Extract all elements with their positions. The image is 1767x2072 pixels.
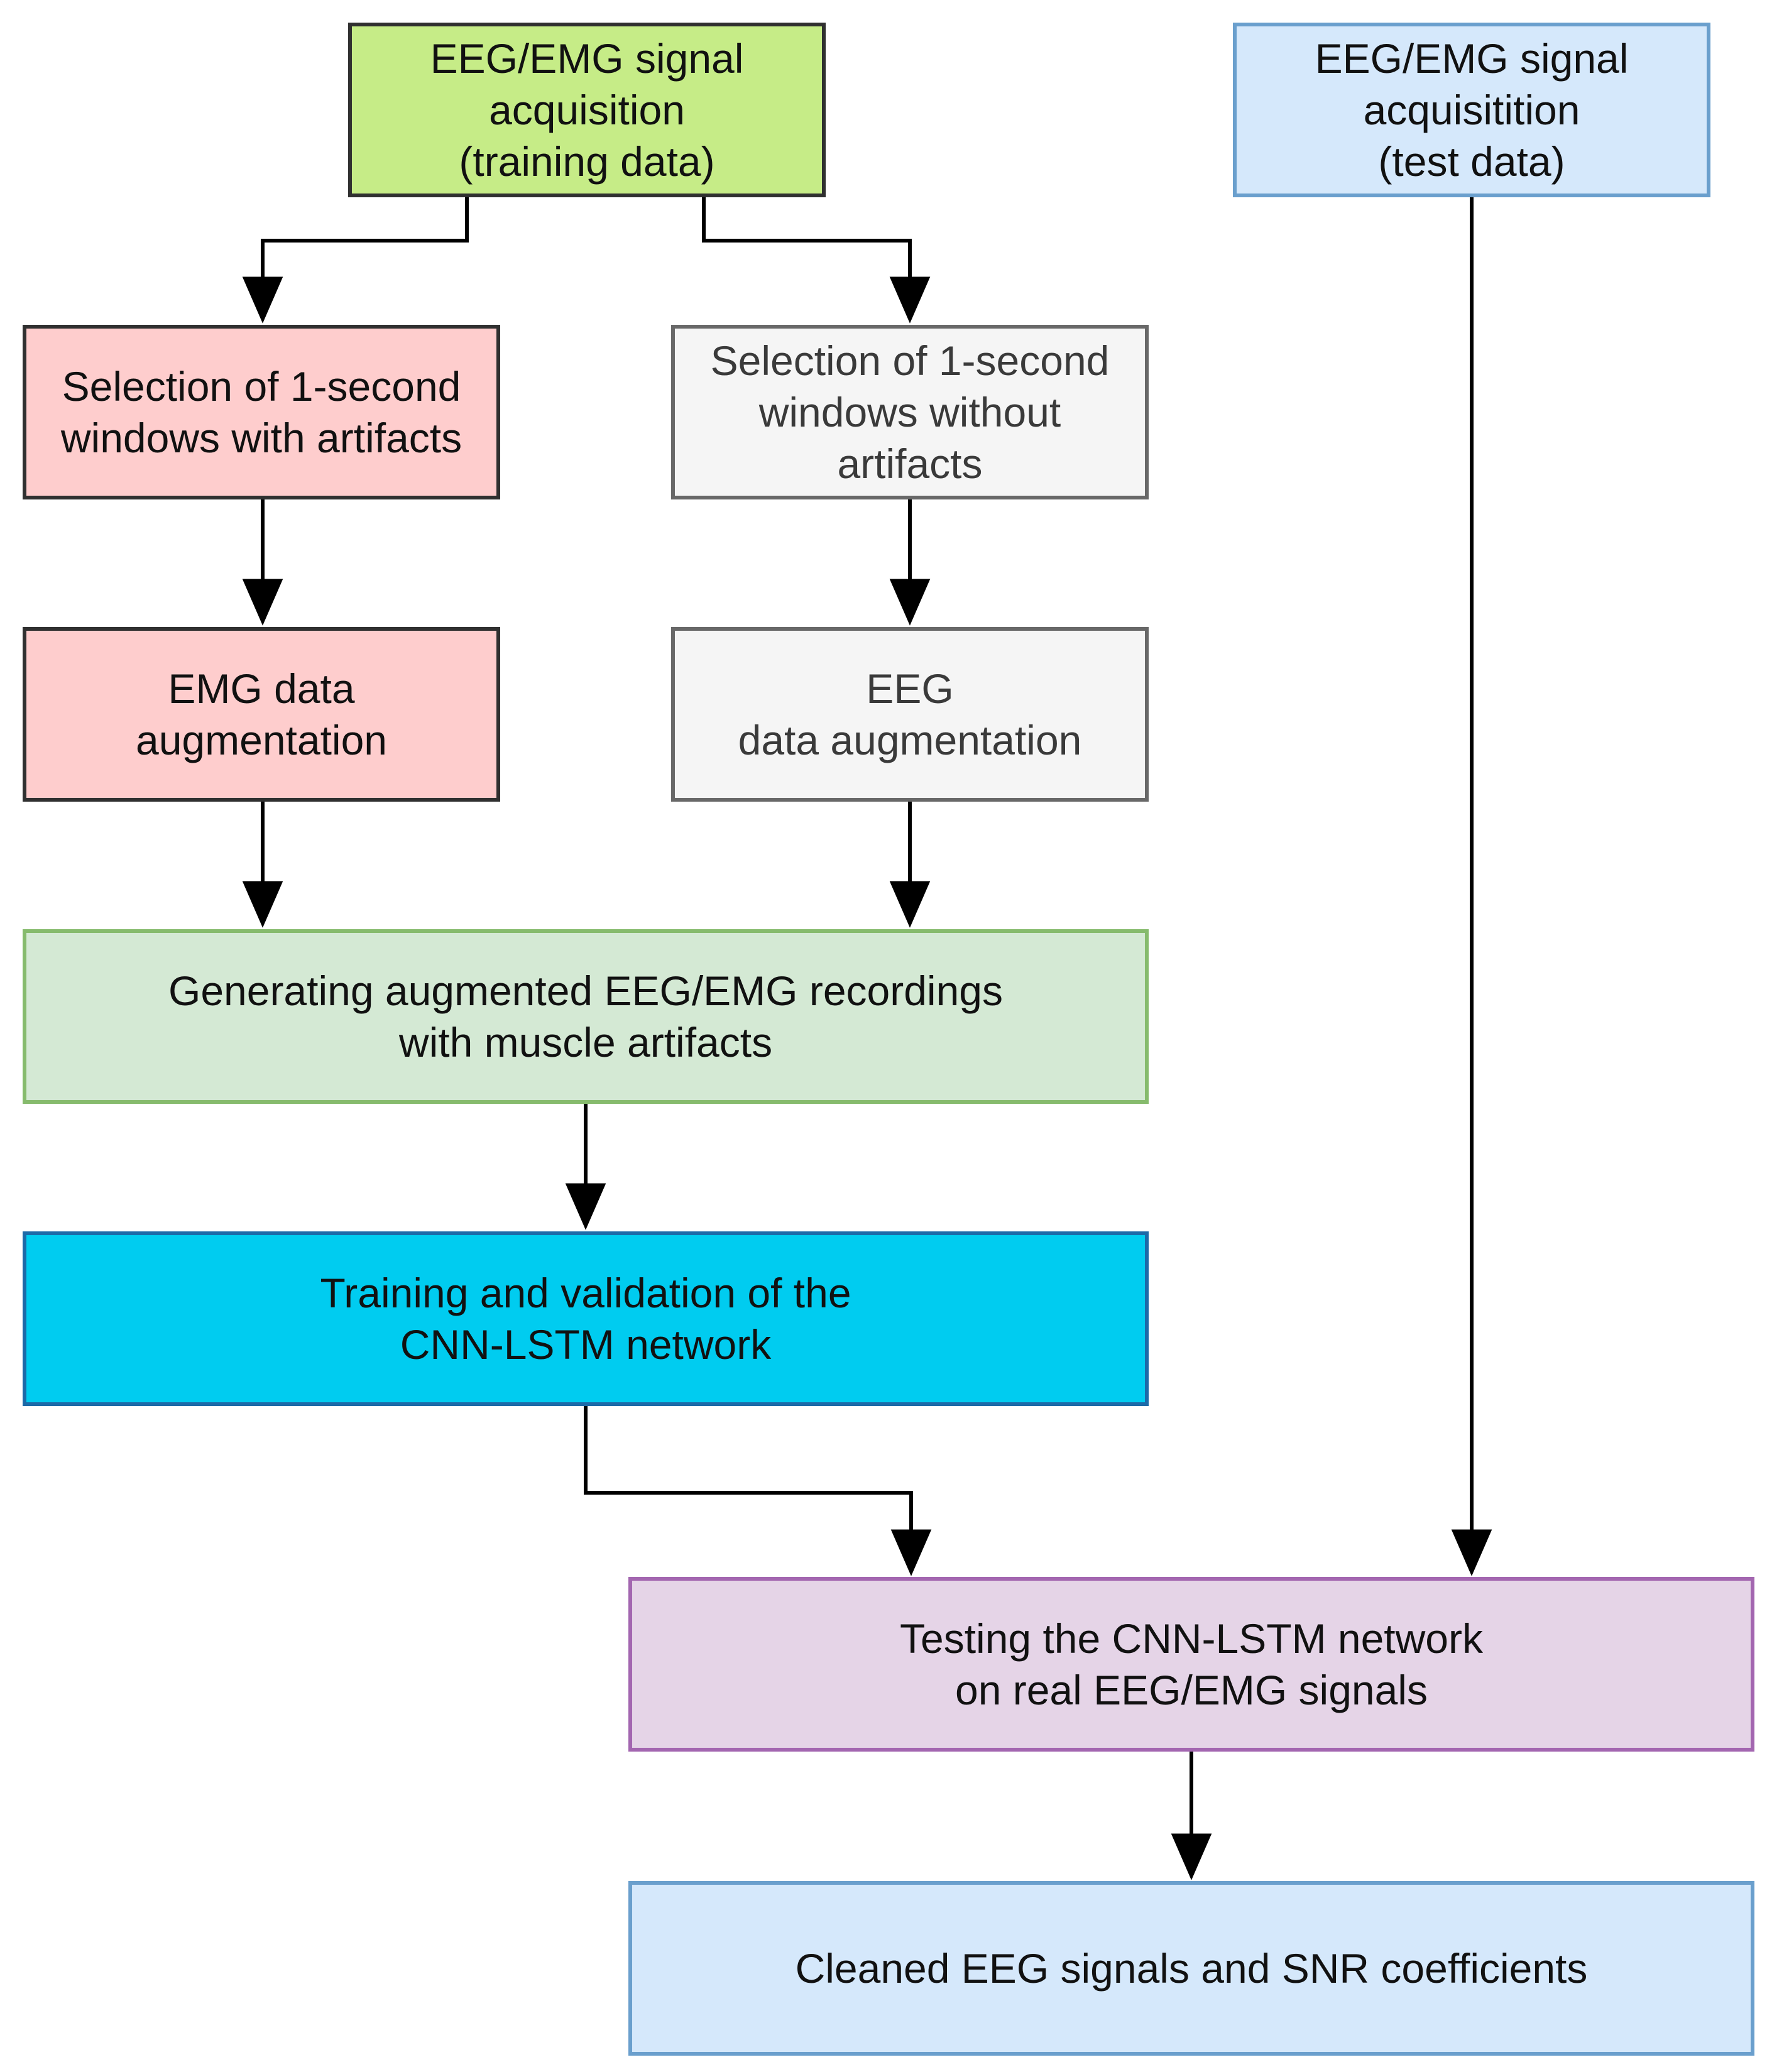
artifact-window-selection-node: Selection of 1-second windows with artif… <box>23 325 500 499</box>
generate-augmented-recordings-node: Generating augmented EEG/EMG recordings … <box>23 929 1149 1104</box>
arrowhead-eeg-aug <box>889 579 931 626</box>
arrowhead-result <box>1171 1833 1212 1880</box>
arrowhead-sel-artifacts <box>242 276 283 324</box>
arrowhead-generate-right <box>889 881 931 928</box>
eeg-augmentation-node: EEG data augmentation <box>671 627 1149 802</box>
result-node: Cleaned EEG signals and SNR coefficients <box>628 1881 1754 2056</box>
arrowhead-emg-aug <box>242 579 283 626</box>
test-acquisition-node: EEG/EMG signal acquisitition (test data) <box>1233 23 1710 197</box>
testing-node: Testing the CNN-LSTM network on real EEG… <box>628 1577 1754 1752</box>
training-validation-node: Training and validation of the CNN-LSTM … <box>23 1231 1149 1406</box>
arrowhead-sel-clean <box>889 276 931 324</box>
arrowhead-test-right <box>1451 1529 1492 1576</box>
arrowhead-train <box>565 1183 606 1230</box>
arrow-acq-train-to-sel-clean <box>702 197 912 281</box>
arrow-acq-train-to-sel-artifacts <box>261 197 469 281</box>
clean-window-selection-node: Selection of 1-second windows without ar… <box>671 325 1149 499</box>
arrow-train-to-test <box>584 1406 913 1534</box>
arrowhead-test-left <box>890 1529 932 1576</box>
arrowhead-generate-left <box>242 881 283 928</box>
training-acquisition-node: EEG/EMG signal acquisition (training dat… <box>348 23 826 197</box>
emg-augmentation-node: EMG data augmentation <box>23 627 500 802</box>
